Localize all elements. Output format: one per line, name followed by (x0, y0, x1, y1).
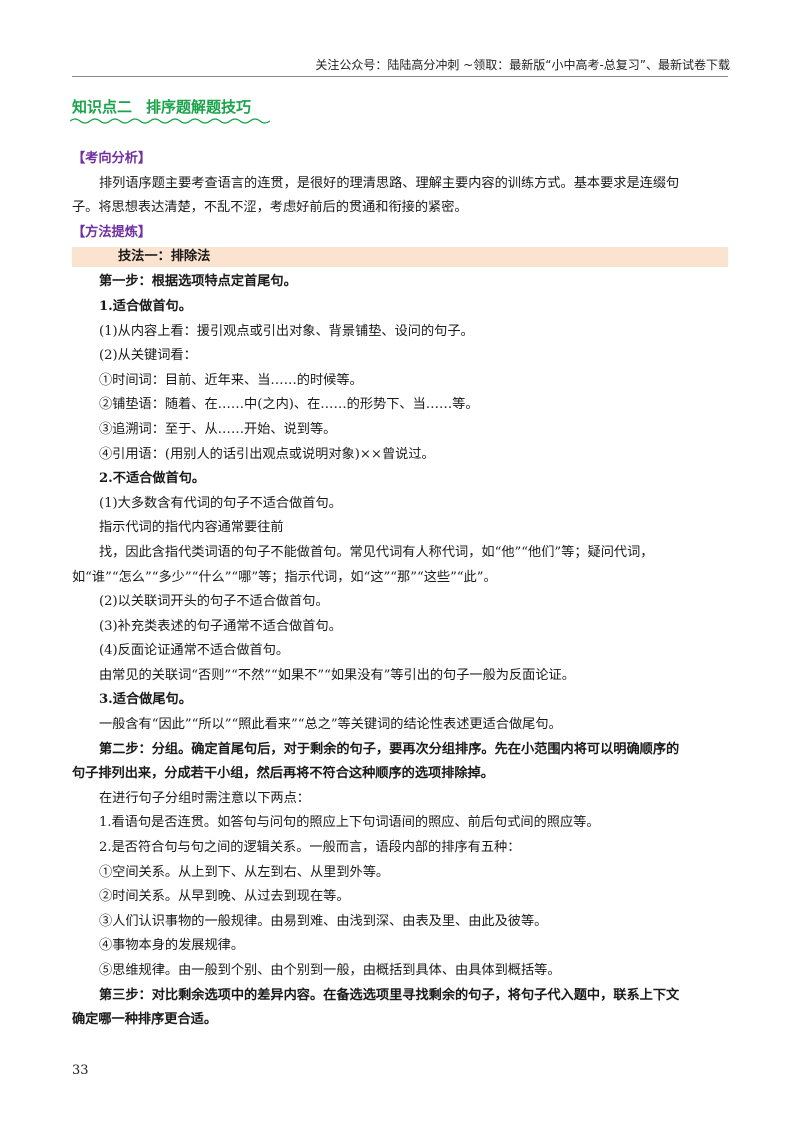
body-line: ①空间关系。从上到下、从左到右、从里到外等。 (99, 864, 390, 880)
section-heading: 排序题解题技巧 (146, 98, 252, 116)
body-line: (3)补充类表述的句子通常不适合做首句。 (99, 618, 342, 634)
body-line: 1.看语句是否连贯。如答句与问句的照应上下句词语间的照应、前后句式间的照应等。 (99, 815, 600, 831)
body-line: ①时间词：目前、近年来、当……的时候等。 (99, 372, 363, 388)
analysis-line: 排列语序题主要考查语言的连贯，是很好的理清思路、理解主要内容的训练方式。基本要求… (99, 175, 680, 191)
page-header: 关注公众号：陆陆高分冲刺 ~领取：最新版“小中高考-总复习”、最新试卷下载 (315, 58, 730, 72)
analysis-tag: 【考向分析】 (72, 151, 152, 166)
body-line: (2)以关联词开头的句子不适合做首句。 (99, 594, 329, 610)
body-line: (4)反面论证通常不适合做首句。 (99, 643, 290, 659)
body-line: 一般含有“因此”“所以”“照此看来”“总之”等关键词的结论性表述更适合做尾句。 (99, 717, 562, 733)
title-wave-underline (70, 118, 270, 124)
body-line: 找，因此含指代类词语的句子不能做首句。常见代词有人称代词，如“他”“他们”等；疑… (99, 544, 654, 560)
body-line: ④引用语：(用别人的话引出观点或说明对象)××曾说过。 (99, 446, 435, 462)
subheading: 2.不适合做首句。 (99, 471, 206, 487)
method-tag: 【方法提炼】 (72, 224, 152, 240)
page-number: 33 (72, 1063, 89, 1078)
section-title: 知识点二排序题解题技巧 (72, 96, 251, 117)
body-line: (2)从关键词看： (99, 348, 197, 364)
step-heading: 第二步：分组。确定首尾句后，对于剩余的句子，要再次分组排序。先在小范围内将可以明… (99, 741, 680, 757)
document-body: 【考向分析】 排列语序题主要考查语言的连贯，是很好的理清思路、理解主要内容的训练… (72, 147, 728, 1033)
body-line: ②时间关系。从早到晚、从过去到现在等。 (99, 889, 350, 905)
body-line: ②铺垫语：随着、在……中(之内)、在……的形势下、当……等。 (99, 397, 479, 413)
body-line: ④事物本身的发展规律。 (99, 938, 245, 954)
step-heading: 第三步：对比剩余选项中的差异内容。在备选选项里寻找剩余的句子，将句子代入题中，联… (99, 987, 680, 1003)
body-line: 在进行句子分组时需注意以下两点： (99, 790, 310, 806)
technique-heading: 技法一：排除法 (72, 247, 728, 268)
analysis-line: 子。将思想表达清楚，不乱不涩，考虑好前后的贯通和衔接的紧密。 (72, 200, 468, 216)
section-number: 知识点二 (72, 98, 133, 116)
body-line: 指示代词的指代内容通常要往前 (99, 520, 284, 536)
header-divider (72, 76, 728, 77)
step-heading-cont: 句子排列出来，分成若干小组，然后再将不符合这种顺序的选项排除掉。 (72, 766, 494, 782)
body-line: ③人们认识事物的一般规律。由易到难、由浅到深、由表及里、由此及彼等。 (99, 913, 548, 929)
body-line: (1)从内容上看：援引观点或引出对象、背景铺垫、设问的句子。 (99, 323, 474, 339)
subheading: 1.适合做首句。 (99, 298, 192, 314)
subheading: 3.适合做尾句。 (99, 692, 192, 708)
body-line: 如“谁”“怎么”“多少”“什么”“哪”等；指示代词，如“这”“那”“这些”“此”… (72, 569, 497, 585)
body-line: ③追溯词：至于、从……开始、说到等。 (99, 421, 337, 437)
step-heading-cont: 确定哪一种排序更合适。 (72, 1012, 218, 1028)
step-heading: 第一步：根据选项特点定首尾句。 (99, 274, 297, 290)
body-line: 2.是否符合句与句之间的逻辑关系。一般而言，语段内部的排序有五种： (99, 840, 521, 856)
body-line: (1)大多数含有代词的句子不适合做首句。 (99, 495, 342, 511)
body-line: 由常见的关联词“否则”“不然”“如果不”“如果没有”等引出的句子一般为反面论证。 (99, 667, 575, 683)
body-line: ⑤思维规律。由一般到个别、由个别到一般，由概括到具体、由具体到概括等。 (99, 963, 561, 978)
